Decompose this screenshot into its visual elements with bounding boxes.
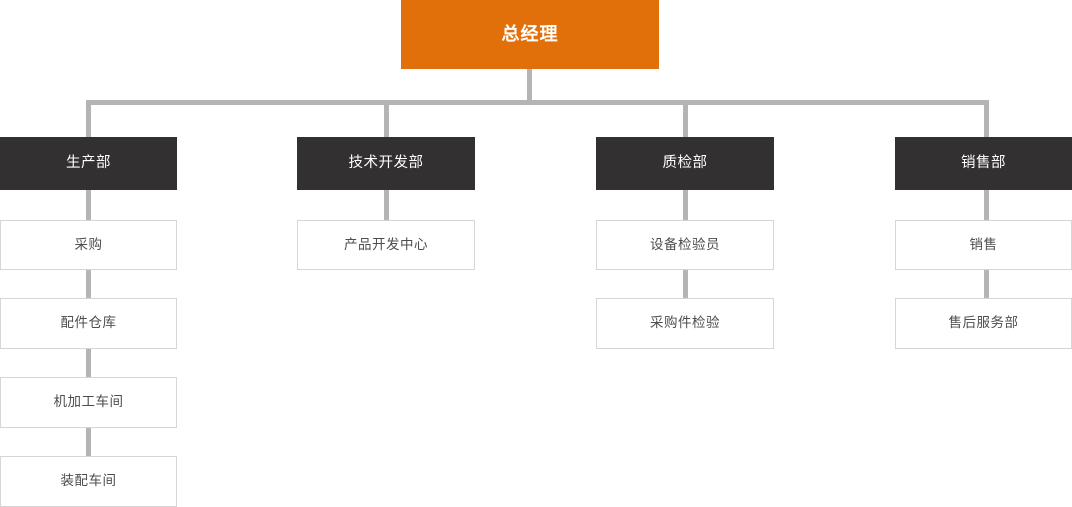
connector-root-stem [527, 69, 532, 104]
node-unit-equipment-inspector[interactable]: 设备检验员 [596, 220, 774, 270]
node-unit-product-development-center[interactable]: 产品开发中心 [297, 220, 475, 270]
connector-unit-link [683, 269, 688, 299]
connector-unit-link [86, 269, 91, 299]
connector-drop-qc [683, 100, 688, 137]
connector-unit-link [683, 190, 688, 221]
node-department-sales[interactable]: 销售部 [895, 137, 1072, 190]
node-unit-sales[interactable]: 销售 [895, 220, 1072, 270]
connector-unit-link [86, 190, 91, 221]
connector-unit-link [984, 190, 989, 221]
node-unit-after-sales-service[interactable]: 售后服务部 [895, 298, 1072, 349]
connector-unit-link [984, 269, 989, 299]
connector-unit-link [86, 427, 91, 457]
node-unit-parts-warehouse[interactable]: 配件仓库 [0, 298, 177, 349]
connector-drop-production [86, 100, 91, 137]
node-department-production[interactable]: 生产部 [0, 137, 177, 190]
connector-horizontal-bus [86, 100, 989, 105]
connector-unit-link [86, 348, 91, 378]
connector-unit-link [384, 190, 389, 221]
node-department-tech-development[interactable]: 技术开发部 [297, 137, 475, 190]
node-unit-assembly-workshop[interactable]: 装配车间 [0, 456, 177, 507]
node-unit-purchasing[interactable]: 采购 [0, 220, 177, 270]
node-unit-machining-workshop[interactable]: 机加工车间 [0, 377, 177, 428]
node-department-quality-control[interactable]: 质检部 [596, 137, 774, 190]
node-unit-purchased-parts-inspection[interactable]: 采购件检验 [596, 298, 774, 349]
node-root-general-manager[interactable]: 总经理 [401, 0, 659, 69]
connector-drop-tech [384, 100, 389, 137]
connector-drop-sales [984, 100, 989, 137]
